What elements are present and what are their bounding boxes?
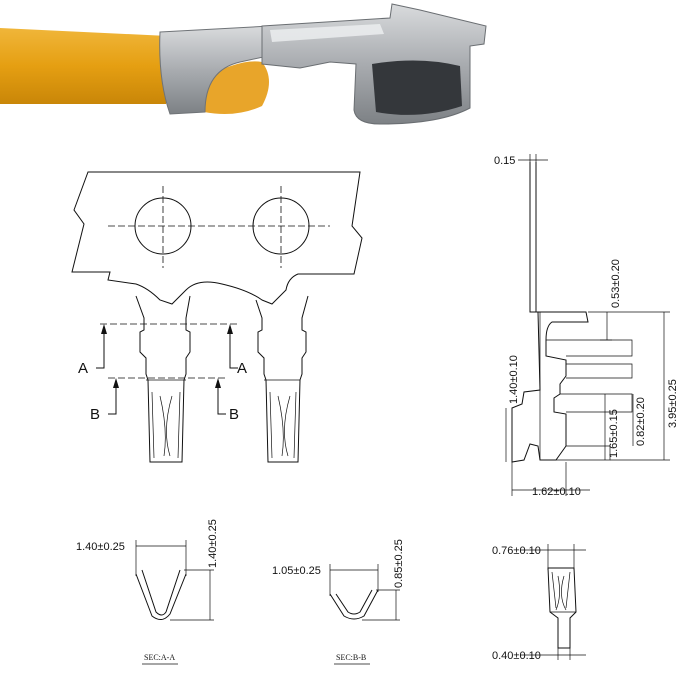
end-view-drawing: 0.76±0.10 0.40±0.10 xyxy=(492,544,586,662)
insulation-crimp xyxy=(159,25,271,115)
arrowhead xyxy=(113,378,119,388)
section-a-label-left: A xyxy=(78,360,88,377)
side-profile-detail xyxy=(546,339,633,461)
terminal-right xyxy=(255,295,309,463)
arrowhead xyxy=(227,324,233,334)
section-a-caption: SEC:A-A xyxy=(144,653,175,662)
dim-end-top-width: 0.76±0.10 xyxy=(492,545,541,557)
dim-sec-a-height: 1.40±0.25 xyxy=(207,519,219,568)
dim-sec-a-width: 1.40±0.25 xyxy=(76,541,125,553)
dim-side-inner: 0.82±0.20 xyxy=(635,397,647,446)
section-a-arrow-right xyxy=(229,326,238,369)
terminal-photo xyxy=(0,3,487,125)
carrier-strip xyxy=(71,171,363,305)
end-view-detail xyxy=(550,571,576,613)
section-b-label-right: B xyxy=(229,406,239,423)
dim-side-total: 3.95±0.25 xyxy=(667,379,679,428)
arrowhead xyxy=(101,324,107,334)
section-b-profile xyxy=(329,589,379,620)
dim-sec-b-height: 0.85±0.25 xyxy=(393,539,405,588)
section-b-b: 1.05±0.25 0.85±0.25 SEC:B-B xyxy=(272,539,405,665)
section-b-arrow-right xyxy=(217,380,226,415)
section-b-label-left: B xyxy=(90,406,100,423)
end-view-outline xyxy=(547,567,577,649)
section-a-a: 1.40±0.25 1.40±0.25 SEC:A-A xyxy=(76,519,219,665)
side-profile xyxy=(511,162,589,463)
terminal-right-detail xyxy=(264,379,300,459)
section-b-arrow-left xyxy=(108,380,117,415)
dim-side-left: 1.40±0.10 xyxy=(508,355,520,404)
section-a-label-right: A xyxy=(237,360,247,377)
terminal-left xyxy=(135,295,191,463)
section-a-arrow-left xyxy=(96,326,105,369)
section-a-profile xyxy=(135,569,187,620)
arrowhead xyxy=(215,378,221,388)
side-view-drawing: 0.15 0.53±0.20 3.95±0.25 1.40±0.10 1.65±… xyxy=(494,154,679,498)
section-b-caption: SEC:B-B xyxy=(336,653,366,662)
terminal-left-detail xyxy=(146,379,186,459)
wire-insulation xyxy=(0,28,173,104)
dim-side-bottom-width: 1.62±0.10 xyxy=(532,486,581,498)
barrel-highlight xyxy=(270,24,384,42)
barrel-shadow xyxy=(372,60,462,115)
dim-top-thickness: 0.15 xyxy=(494,155,515,167)
top-view-drawing: A A B B xyxy=(71,171,363,463)
dim-side-upper: 0.53±0.20 xyxy=(610,259,622,308)
dim-side-lower: 1.65±0.15 xyxy=(608,409,620,458)
dim-end-bottom-width: 0.40±0.10 xyxy=(492,650,541,662)
dim-sec-b-width: 1.05±0.25 xyxy=(272,565,321,577)
